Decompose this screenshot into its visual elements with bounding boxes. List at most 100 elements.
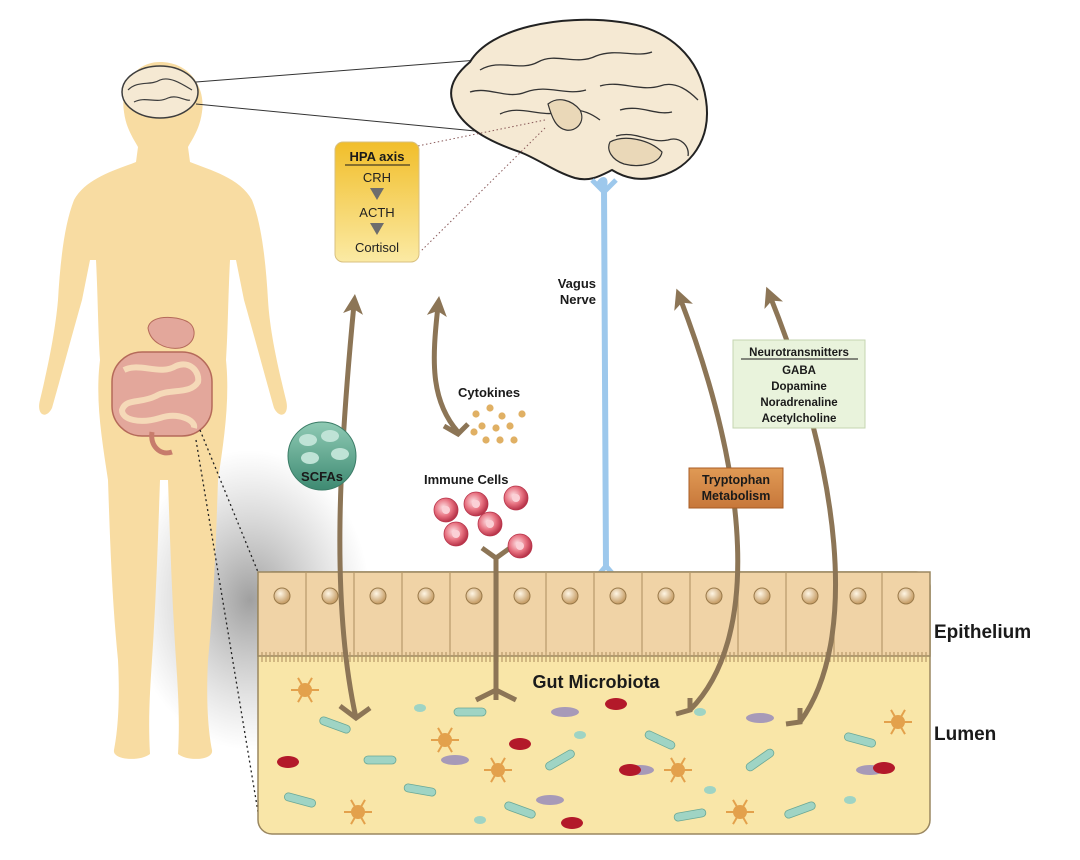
hpa-arrow-2 [370, 223, 384, 235]
receptor-cytokine [442, 422, 470, 438]
spiky-microbe-spike [444, 739, 453, 753]
cytokine-dot [472, 410, 480, 418]
microvilli [261, 652, 927, 662]
intestines-icon [111, 316, 213, 456]
vagus-label-line1: Vagus [558, 276, 596, 291]
cytokine-arrow [426, 296, 460, 434]
spiky-microbe-spike [890, 709, 899, 723]
hpa-step-acth: ACTH [359, 205, 394, 220]
vagus-nerve [590, 177, 620, 582]
small-microbe [574, 731, 586, 739]
zoom-line-gut-top [199, 429, 259, 573]
immune-cell-nucleus [442, 506, 450, 514]
spiky-microbe-spike [297, 677, 306, 691]
tryptophan-arrow [674, 288, 741, 712]
spiky-microbe-spike [677, 769, 686, 783]
cytokines-label: Cytokines [458, 385, 520, 400]
tryptophan-line1: Tryptophan [702, 473, 770, 487]
neuro-gaba: GABA [782, 365, 816, 377]
spiky-microbe-spike [490, 769, 499, 783]
receptor-immune [480, 545, 512, 562]
cell-nucleus [561, 587, 579, 605]
cytokine-dot [498, 412, 506, 420]
spiky-microbe-spike [670, 757, 679, 771]
oval-bacterium [441, 755, 469, 765]
scfa-label: SCFAs [301, 469, 343, 484]
red-bacterium [561, 817, 583, 829]
immune-cell-nucleus [472, 500, 480, 508]
spiky-microbe-spike [670, 769, 679, 783]
spiky-microbe-spike [897, 721, 906, 735]
gut-cross-section [257, 571, 931, 835]
neuro-noradrenaline: Noradrenaline [760, 397, 837, 409]
spiky-microbe-spike [437, 739, 446, 753]
cell-nucleus [753, 587, 771, 605]
immune-cell-nucleus [452, 530, 460, 538]
receptor-immune-bottom [474, 687, 518, 703]
red-bacterium [873, 762, 895, 774]
hpa-link-bottom [419, 127, 546, 253]
small-microbe [844, 796, 856, 804]
immune-cells-label: Immune Cells [424, 472, 509, 487]
vagus-label-line2: Nerve [560, 292, 596, 307]
spiky-microbe [344, 799, 372, 825]
spiky-microbe-spike [890, 721, 899, 735]
lumen-label: Lumen [934, 724, 996, 745]
cell-nucleus [897, 587, 915, 605]
neuro-dopamine: Dopamine [771, 381, 827, 393]
spiky-microbe-spike [739, 811, 748, 825]
rod-bacterium [403, 783, 437, 797]
red-bacterium [619, 764, 641, 776]
cell-nucleus [801, 587, 819, 605]
tryptophan-box: Tryptophan Metabolism [688, 467, 784, 509]
spiky-microbe-spike [497, 769, 506, 783]
cytokine-dot [478, 422, 486, 430]
hpa-arrow-1 [370, 188, 384, 200]
red-bacterium [605, 698, 627, 710]
immune-cells [433, 485, 533, 559]
spiky-microbe-spike [497, 757, 506, 771]
cytokine-dot [492, 424, 500, 432]
rod-bacterium [673, 808, 707, 822]
rod-bacterium [284, 792, 316, 808]
cytokine-dot [518, 410, 526, 418]
oval-bacterium [536, 795, 564, 805]
rod-bacterium [545, 749, 575, 771]
spiky-microbe-spike [350, 811, 359, 825]
neurotransmitters-title: Neurotransmitters [749, 347, 849, 359]
spiky-microbe [431, 727, 459, 753]
spiky-microbe [726, 799, 754, 825]
cell-nucleus [321, 587, 339, 605]
receptor-tryptophan [675, 698, 693, 717]
neuro-acetylcholine: Acetylcholine [762, 413, 837, 425]
rod-bacterium [644, 730, 676, 750]
neurotransmitters-box: Neurotransmitters GABA Dopamine Noradren… [732, 339, 866, 429]
cytokine-dot [486, 404, 494, 412]
head-brain-folds [127, 78, 193, 103]
cytokine-dot [470, 428, 478, 436]
spiky-microbe-spike [677, 757, 686, 771]
oval-bacterium [746, 713, 774, 723]
spiky-microbe [484, 757, 512, 783]
hpa-title: HPA axis [350, 149, 405, 164]
hpa-step-cortisol: Cortisol [355, 240, 399, 255]
spiky-microbe-spike [357, 811, 366, 825]
rod-bacterium [745, 748, 775, 772]
rod-bacterium [363, 755, 397, 765]
cell-nucleus [849, 587, 867, 605]
hpa-step-crh: CRH [363, 170, 391, 185]
spiky-microbe [664, 757, 692, 783]
zoom-line-brain-top [195, 59, 479, 83]
cytokine-dot [496, 436, 504, 444]
spiky-microbe-spike [350, 799, 359, 813]
epithelium-label: Epithelium [934, 622, 1031, 643]
hpa-link-top [397, 119, 546, 151]
spiky-microbe-spike [732, 799, 741, 813]
cell-nucleus [417, 587, 435, 605]
human-body [39, 62, 370, 759]
gut-microbiota-label: Gut Microbiota [533, 672, 661, 692]
receptor-icons [338, 422, 803, 727]
spiky-microbe-spike [732, 811, 741, 825]
